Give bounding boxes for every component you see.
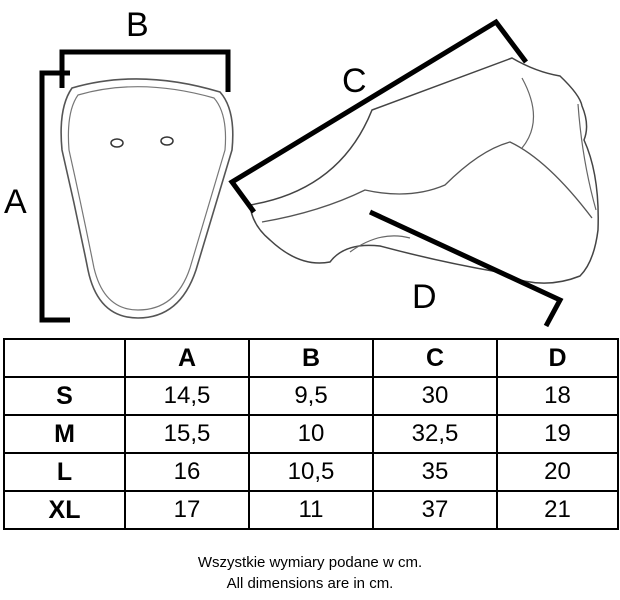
value-cell-b: 9,5 bbox=[248, 376, 374, 416]
value-cell-a: 14,5 bbox=[124, 376, 250, 416]
dimension-a-bracket bbox=[39, 70, 70, 323]
footnote-english: All dimensions are in cm. bbox=[226, 575, 394, 592]
value-cell-c: 35 bbox=[372, 452, 498, 492]
dimension-a-label: A bbox=[4, 183, 27, 221]
value-cell-a: 15,5 bbox=[124, 414, 250, 454]
value-cell-b: 11 bbox=[248, 490, 374, 530]
header-cell-b: B bbox=[248, 338, 374, 378]
dimension-d-bracket bbox=[368, 209, 564, 328]
size-cell: L bbox=[3, 452, 126, 492]
table-header-row: A B C D bbox=[3, 338, 619, 378]
cup-side-outline bbox=[249, 57, 599, 284]
value-cell-d: 18 bbox=[496, 376, 619, 416]
cup-outline-inner bbox=[67, 86, 227, 311]
dimension-c-label: C bbox=[342, 62, 367, 100]
size-cell: XL bbox=[3, 490, 126, 530]
value-cell-c: 32,5 bbox=[372, 414, 498, 454]
vent-hole-right bbox=[160, 136, 174, 146]
cup-side-view bbox=[249, 57, 599, 284]
header-cell-c: C bbox=[372, 338, 498, 378]
cup-side-crease bbox=[349, 77, 597, 253]
dimension-d-label: D bbox=[412, 278, 437, 316]
value-cell-c: 30 bbox=[372, 376, 498, 416]
value-cell-d: 20 bbox=[496, 452, 619, 492]
value-cell-d: 21 bbox=[496, 490, 619, 530]
table-row: XL 17 11 37 21 bbox=[3, 490, 619, 530]
header-cell-empty bbox=[3, 338, 126, 378]
vent-hole-left bbox=[110, 138, 124, 148]
product-diagram: A B C D bbox=[4, 6, 599, 328]
cup-front-view bbox=[60, 78, 234, 319]
table-row: L 16 10,5 35 20 bbox=[3, 452, 619, 492]
cup-side-rim bbox=[261, 141, 593, 223]
size-chart-table: A B C D S 14,5 9,5 30 18 M 15,5 10 32,5 … bbox=[3, 338, 619, 530]
table-row: S 14,5 9,5 30 18 bbox=[3, 376, 619, 416]
header-cell-a: A bbox=[124, 338, 250, 378]
dimension-b-bracket bbox=[59, 49, 231, 92]
footnote-polish: Wszystkie wymiary podane w cm. bbox=[197, 554, 423, 571]
value-cell-b: 10 bbox=[248, 414, 374, 454]
dimension-c-bracket bbox=[228, 18, 528, 214]
cup-outline-outer bbox=[60, 78, 234, 319]
dimension-b-label: B bbox=[126, 6, 149, 44]
value-cell-b: 10,5 bbox=[248, 452, 374, 492]
value-cell-d: 19 bbox=[496, 414, 619, 454]
value-cell-c: 37 bbox=[372, 490, 498, 530]
size-cell: M bbox=[3, 414, 126, 454]
header-cell-d: D bbox=[496, 338, 619, 378]
value-cell-a: 17 bbox=[124, 490, 250, 530]
size-cell: S bbox=[3, 376, 126, 416]
table-row: M 15,5 10 32,5 19 bbox=[3, 414, 619, 454]
value-cell-a: 16 bbox=[124, 452, 250, 492]
